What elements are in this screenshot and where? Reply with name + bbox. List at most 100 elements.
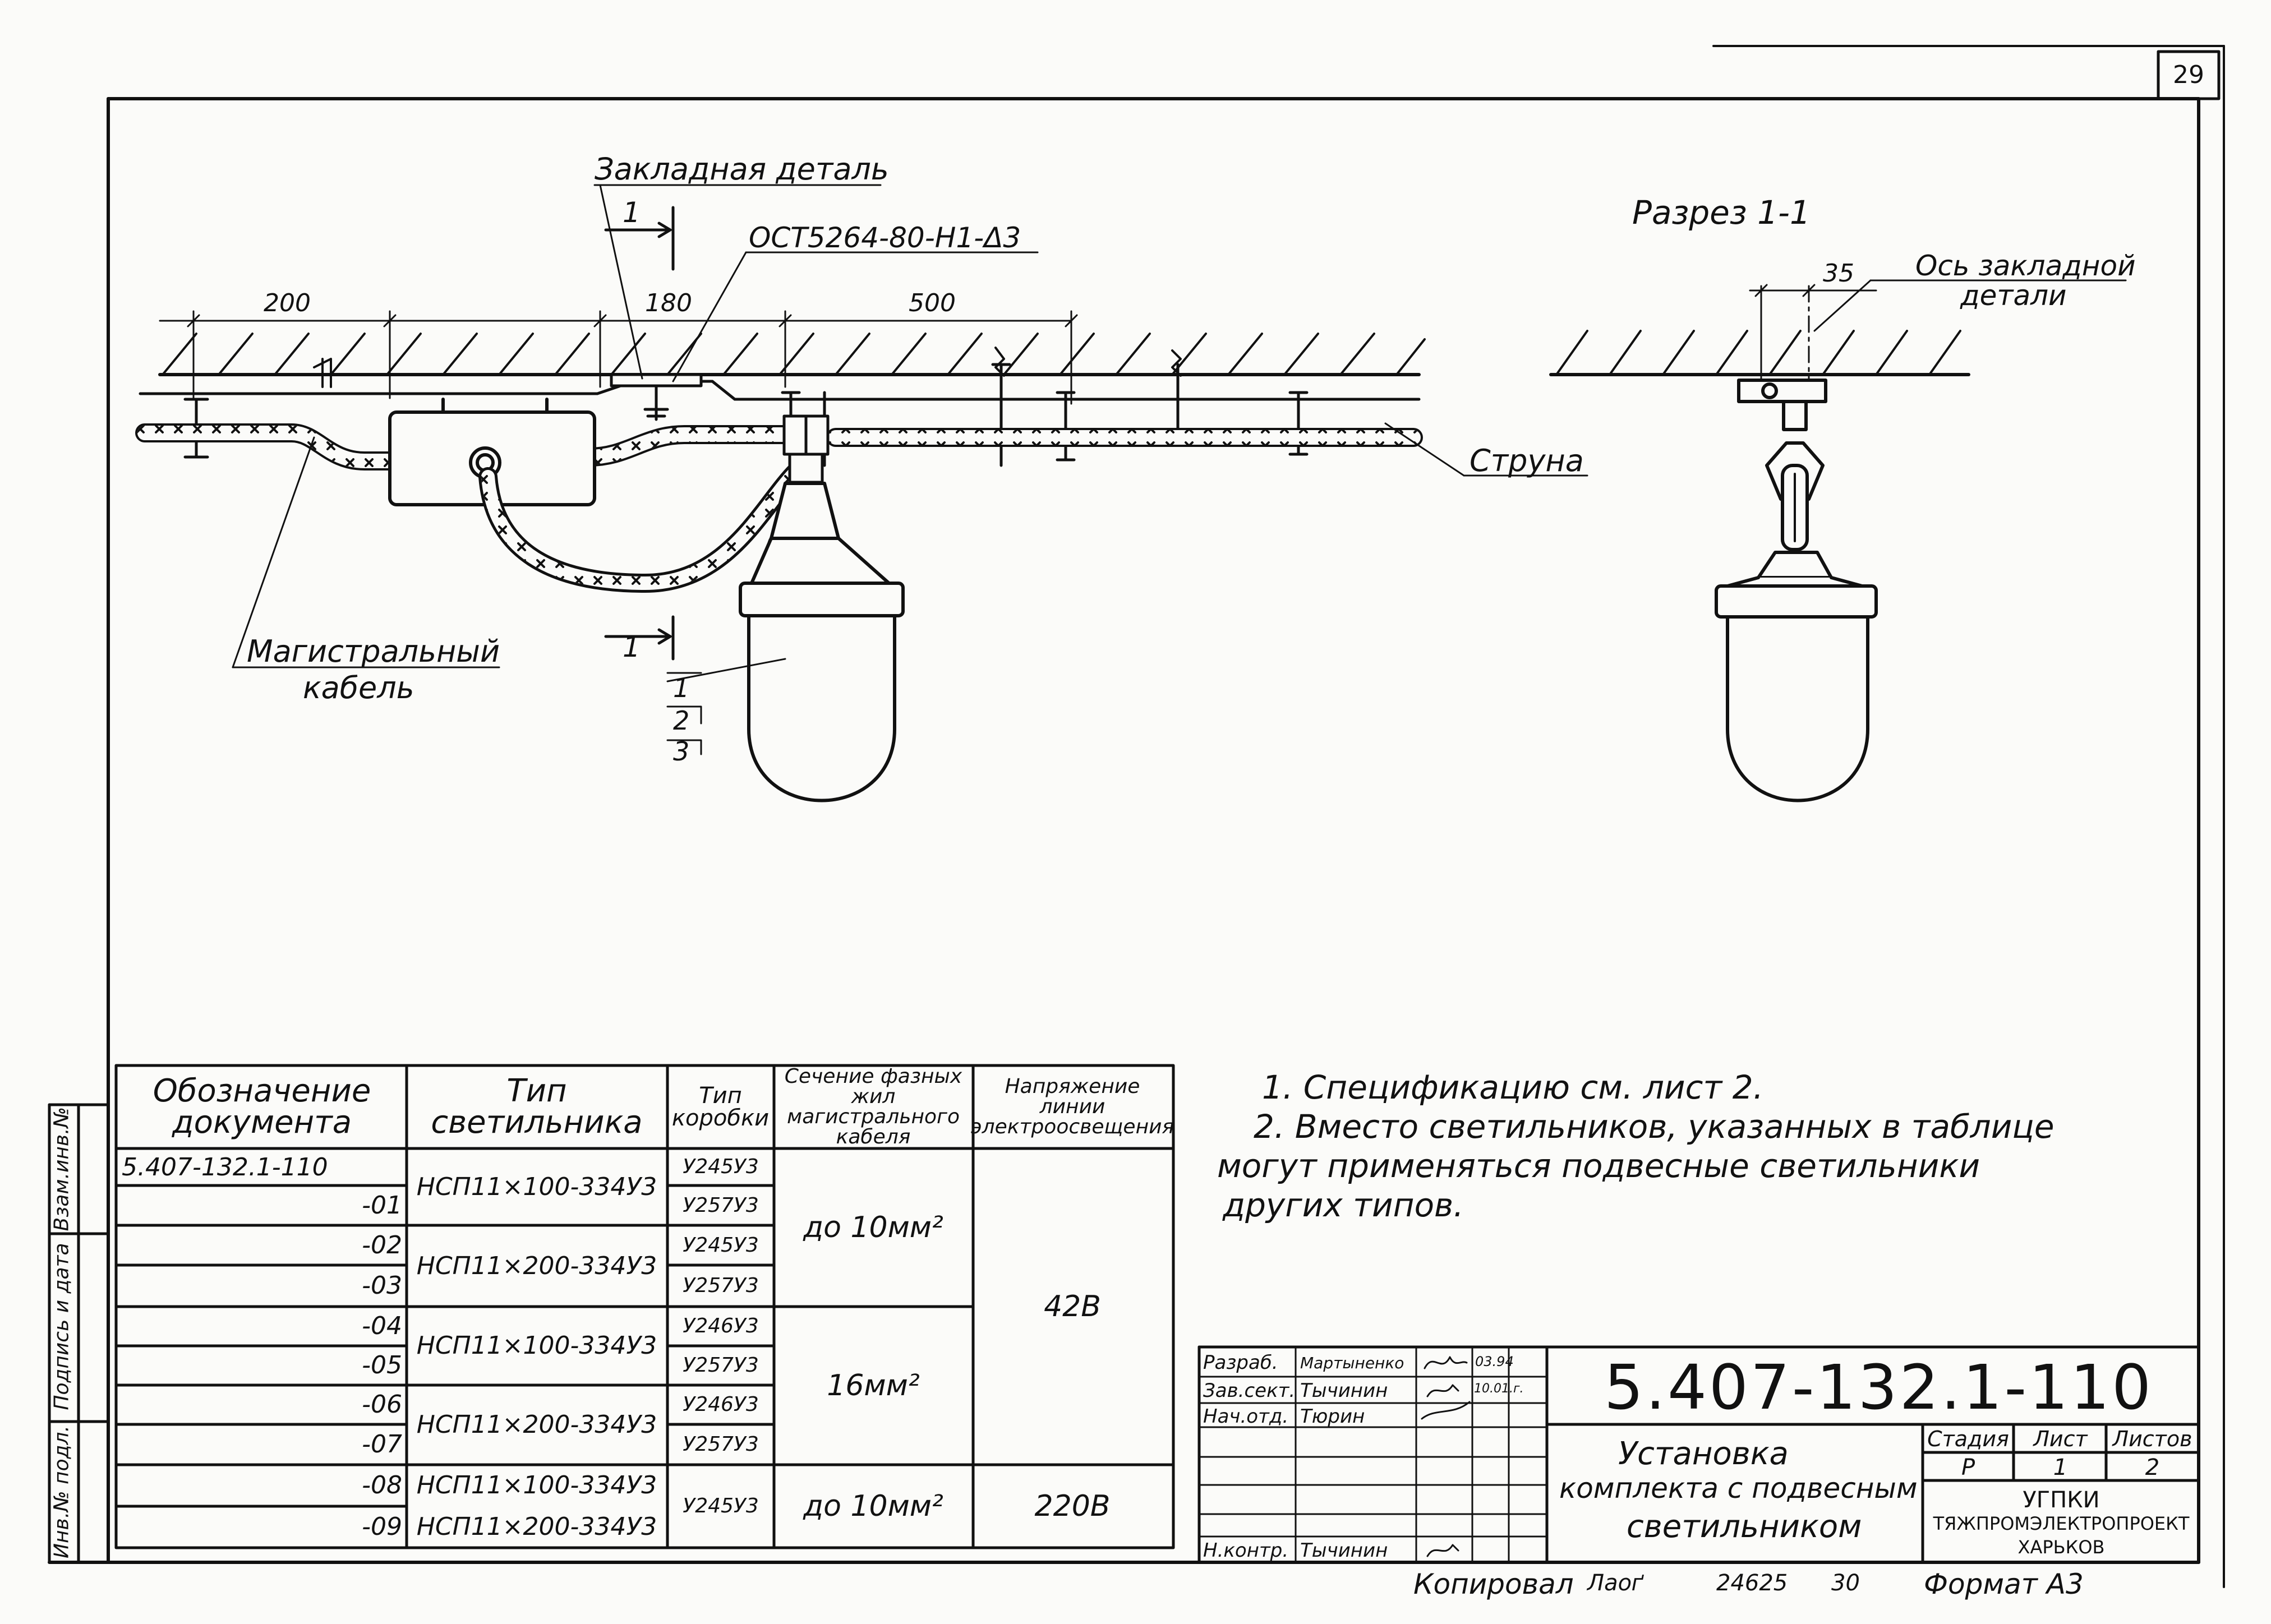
cable-section: до 10мм² <box>803 1211 943 1244</box>
side-stamp-replace: Взам.инв.№ <box>50 1106 73 1231</box>
sheet-value: 1 <box>2053 1455 2068 1480</box>
sheets-label: Листов <box>2112 1427 2192 1451</box>
voltage: 42В <box>1044 1290 1101 1323</box>
drop-cable <box>478 462 806 593</box>
row-designation: -06 <box>362 1390 402 1419</box>
copy-number: 30 <box>1831 1570 1860 1596</box>
position-3: 3 <box>673 736 690 767</box>
organization-2: ТЯЖПРОМЭЛЕКТРОПРОЕКТ <box>1933 1513 2190 1534</box>
support-string <box>139 347 1421 467</box>
note-1: 1. Спецификацию см. лист 2. <box>1262 1068 1764 1106</box>
ceiling-section <box>1549 330 1970 376</box>
pendant-lamp-section <box>1715 379 1878 802</box>
name-norm-control: Тычинин <box>1300 1539 1388 1562</box>
row-designation: -09 <box>362 1512 402 1541</box>
row-designation: -01 <box>362 1191 402 1220</box>
dimension-lines-main <box>159 310 1078 405</box>
dimension-200: 200 <box>264 289 311 317</box>
order-number: 24625 <box>1716 1570 1788 1596</box>
sheet-label: Лист <box>2033 1427 2088 1451</box>
ost-label: ОСТ5264-80-Н1-Δ3 <box>749 222 1021 254</box>
position-1: 1 <box>673 673 690 703</box>
section-mark-bottom: 1 <box>623 631 641 663</box>
row-designation: -07 <box>362 1430 402 1459</box>
organization-1: УГПКИ <box>2023 1487 2100 1513</box>
title-line-3: светильником <box>1627 1508 1862 1545</box>
lamp-type: НСП11×100-334У3 <box>416 1172 657 1201</box>
main-cable-label-2: кабель <box>303 670 414 705</box>
lamp-type: НСП11×200-334У3 <box>416 1512 657 1541</box>
spec-table: Обозначение документа Тип светильника Ти… <box>116 1065 1174 1548</box>
spec-table-grid <box>114 1064 1175 1549</box>
title-line-1: Установка <box>1618 1436 1789 1472</box>
axis-label-1: Ось закладной <box>1915 250 2136 282</box>
dimension-500: 500 <box>909 289 956 317</box>
sheet-number-box <box>2157 50 2221 100</box>
role-norm-control: Н.контр. <box>1203 1539 1289 1562</box>
title-line-2: комплекта с подвесным <box>1559 1472 1918 1505</box>
stage-label: Стадия <box>1927 1427 2009 1451</box>
copied-by-label: Копировал <box>1413 1568 1574 1600</box>
name-sector-head: Тычинин <box>1300 1380 1388 1402</box>
cable-section: до 10мм² <box>803 1489 943 1523</box>
lamp-type: НСП11×100-334У3 <box>416 1471 657 1500</box>
position-2: 2 <box>673 705 690 736</box>
voltage: 220В <box>1034 1489 1111 1523</box>
row-designation: -08 <box>362 1471 402 1500</box>
box-type: У246У3 <box>683 1393 759 1416</box>
header-voltage: Напряжение линии электроосвещения <box>970 1075 1174 1138</box>
box-type: У257У3 <box>683 1193 759 1217</box>
box-type: У245У3 <box>683 1233 759 1257</box>
name-dept-head: Тюрин <box>1300 1405 1365 1428</box>
note-2c: других типов. <box>1223 1186 1464 1224</box>
embedded-part-label: Закладная деталь <box>595 151 889 187</box>
format-label: Формат А3 <box>1924 1568 2084 1600</box>
signatures <box>1421 1356 1471 1557</box>
sheet-frame <box>48 45 2225 1588</box>
axis-label-2: детали <box>1960 279 2067 312</box>
box-type: У257У3 <box>683 1274 759 1297</box>
role-sector-head: Зав.сект. <box>1203 1380 1296 1402</box>
leader-lines <box>232 184 1588 755</box>
row-designation: 5.407-132.1-110 <box>122 1153 328 1182</box>
ceiling-main <box>158 333 1426 376</box>
header-box-type: Тип коробки <box>671 1083 770 1131</box>
organization-3: ХАРЬКОВ <box>2017 1537 2105 1558</box>
stage-value: Р <box>1961 1455 1975 1480</box>
note-2b: могут применяться подвесные светильники <box>1217 1147 1980 1185</box>
section-title: Разрез 1-1 <box>1632 193 1811 232</box>
pendant-lamp-main <box>739 482 905 802</box>
lamp-type: НСП11×200-334У3 <box>416 1410 657 1439</box>
document-number: 5.407-132.1-110 <box>1604 1351 2154 1423</box>
embedded-part-main <box>610 373 703 421</box>
string-label: Струна <box>1470 443 1584 478</box>
row-designation: -04 <box>362 1312 402 1340</box>
main-cable-label: Магистральный <box>247 634 500 669</box>
date-developer: 03.94 <box>1475 1354 1514 1369</box>
main-cable <box>135 423 1423 470</box>
lamp-type: НСП11×100-334У3 <box>416 1331 657 1360</box>
lamp-type: НСП11×200-334У3 <box>416 1251 657 1280</box>
copier-signature: Лаоґ <box>1587 1570 1644 1596</box>
cable-clamp <box>782 414 830 484</box>
box-type: У257У3 <box>683 1433 759 1456</box>
box-type: У246У3 <box>683 1314 759 1337</box>
role-developer: Разраб. <box>1203 1351 1278 1374</box>
side-stamp-inventory: Инв.№ подл. <box>50 1425 73 1558</box>
dimension-section <box>1749 279 2127 382</box>
box-type: У245У3 <box>683 1494 759 1517</box>
date-sector-head: 10.01.г. <box>1474 1382 1524 1396</box>
dimension-180: 180 <box>645 289 692 317</box>
side-stamp-signature: Подпись и дата <box>50 1243 73 1410</box>
name-developer: Мартыненко <box>1300 1354 1404 1372</box>
header-designation: Обозначение документа <box>153 1073 371 1141</box>
sheet-number: 29 <box>2173 61 2204 89</box>
section-mark-top: 1 <box>623 196 641 229</box>
side-stamp-strip <box>48 1103 110 1564</box>
box-type: У245У3 <box>683 1155 759 1178</box>
header-lamp-type: Тип светильника <box>431 1073 643 1141</box>
sheets-value: 2 <box>2145 1455 2160 1480</box>
section-cut-marks <box>604 206 675 661</box>
role-dept-head: Нач.отд. <box>1203 1405 1289 1428</box>
